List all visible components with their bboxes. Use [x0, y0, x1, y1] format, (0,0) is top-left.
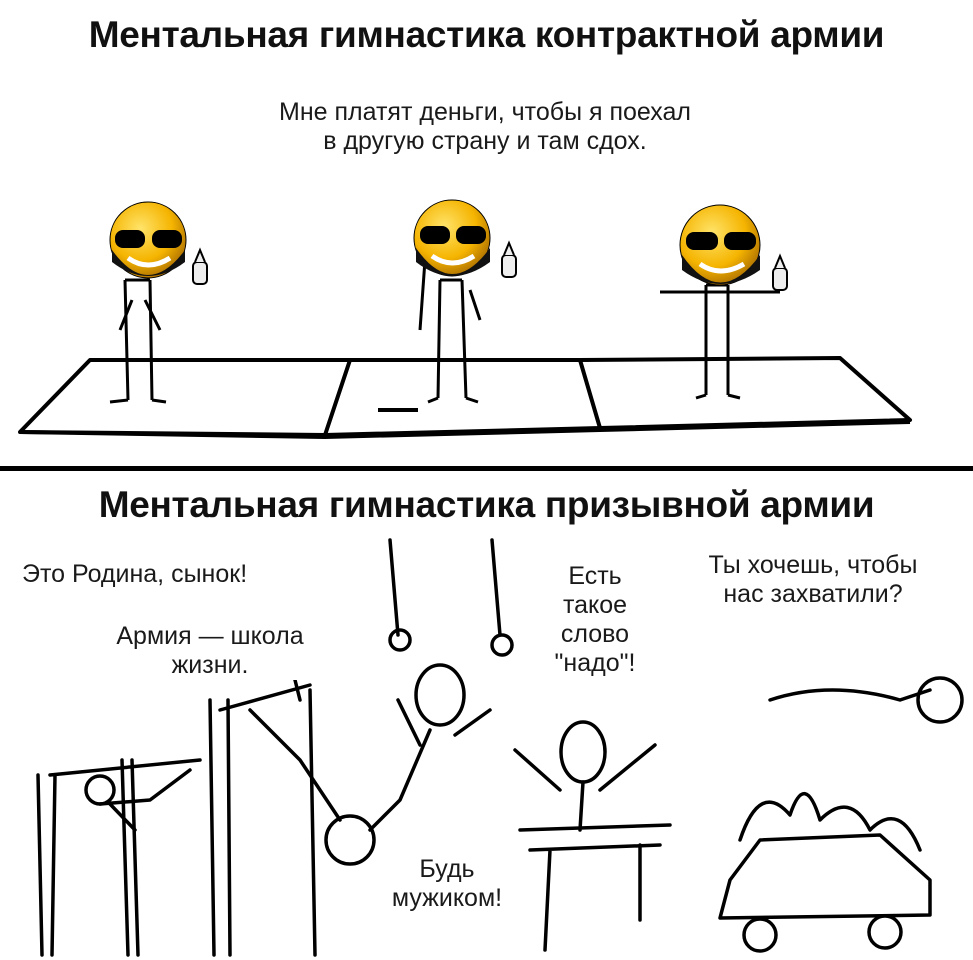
top-panel-illustration	[18, 199, 912, 439]
thumbs-up-icon	[192, 247, 208, 285]
sunglasses-face-icon	[413, 199, 491, 277]
top-panel-title: Ментальная гимнастика контрактной армии	[88, 14, 885, 55]
quote-captured-line-1: Ты хочешь, чтобы	[708, 551, 918, 579]
gymnast-figure-left	[109, 278, 167, 404]
thumbs-up-icon	[501, 240, 517, 278]
gymnastic-rings	[368, 538, 514, 832]
sunglasses-face-icon	[679, 204, 761, 286]
panel-divider	[0, 466, 973, 471]
quote-be-man-line-1: Будь	[419, 855, 475, 883]
quote-captured: Ты хочешь, чтобы нас захватили?	[668, 551, 958, 609]
quote-must: Есть такое слово "надо"!	[530, 562, 660, 678]
quote-must-line-1: Есть	[568, 562, 622, 590]
top-caption-line-1: Мне платят деньги, чтобы я поехал	[279, 98, 691, 126]
quote-captured-line-2: нас захватили?	[723, 580, 903, 608]
quote-must-line-4: "надо"!	[554, 649, 636, 677]
gymnast-figure-center	[418, 259, 482, 404]
sunglasses-face-icon	[109, 201, 187, 279]
mat-front-edge	[19, 420, 911, 439]
quote-be-man-line-2: мужиком!	[391, 884, 503, 912]
burning-car	[718, 676, 964, 953]
quote-must-line-3: слово	[560, 620, 630, 648]
quote-be-man: Будь мужиком!	[372, 855, 522, 913]
top-caption-line-2: в другую страну и там сдох.	[323, 127, 647, 155]
bottom-panel-title: Ментальная гимнастика призывной армии	[98, 484, 875, 525]
quote-army-line-1: Армия — школа	[116, 622, 304, 650]
quote-must-line-2: такое	[562, 591, 628, 619]
pommel-table	[513, 720, 672, 952]
quote-homeland: Это Родина, сынок!	[22, 560, 248, 588]
uneven-bars	[208, 678, 376, 957]
quote-army-school: Армия — школа жизни.	[60, 622, 360, 680]
horizontal-bar	[36, 758, 202, 957]
quote-army-line-2: жизни.	[171, 651, 249, 679]
top-caption: Мне платят деньги, чтобы я поехал в друг…	[200, 98, 770, 156]
thumbs-up-icon	[772, 253, 788, 291]
